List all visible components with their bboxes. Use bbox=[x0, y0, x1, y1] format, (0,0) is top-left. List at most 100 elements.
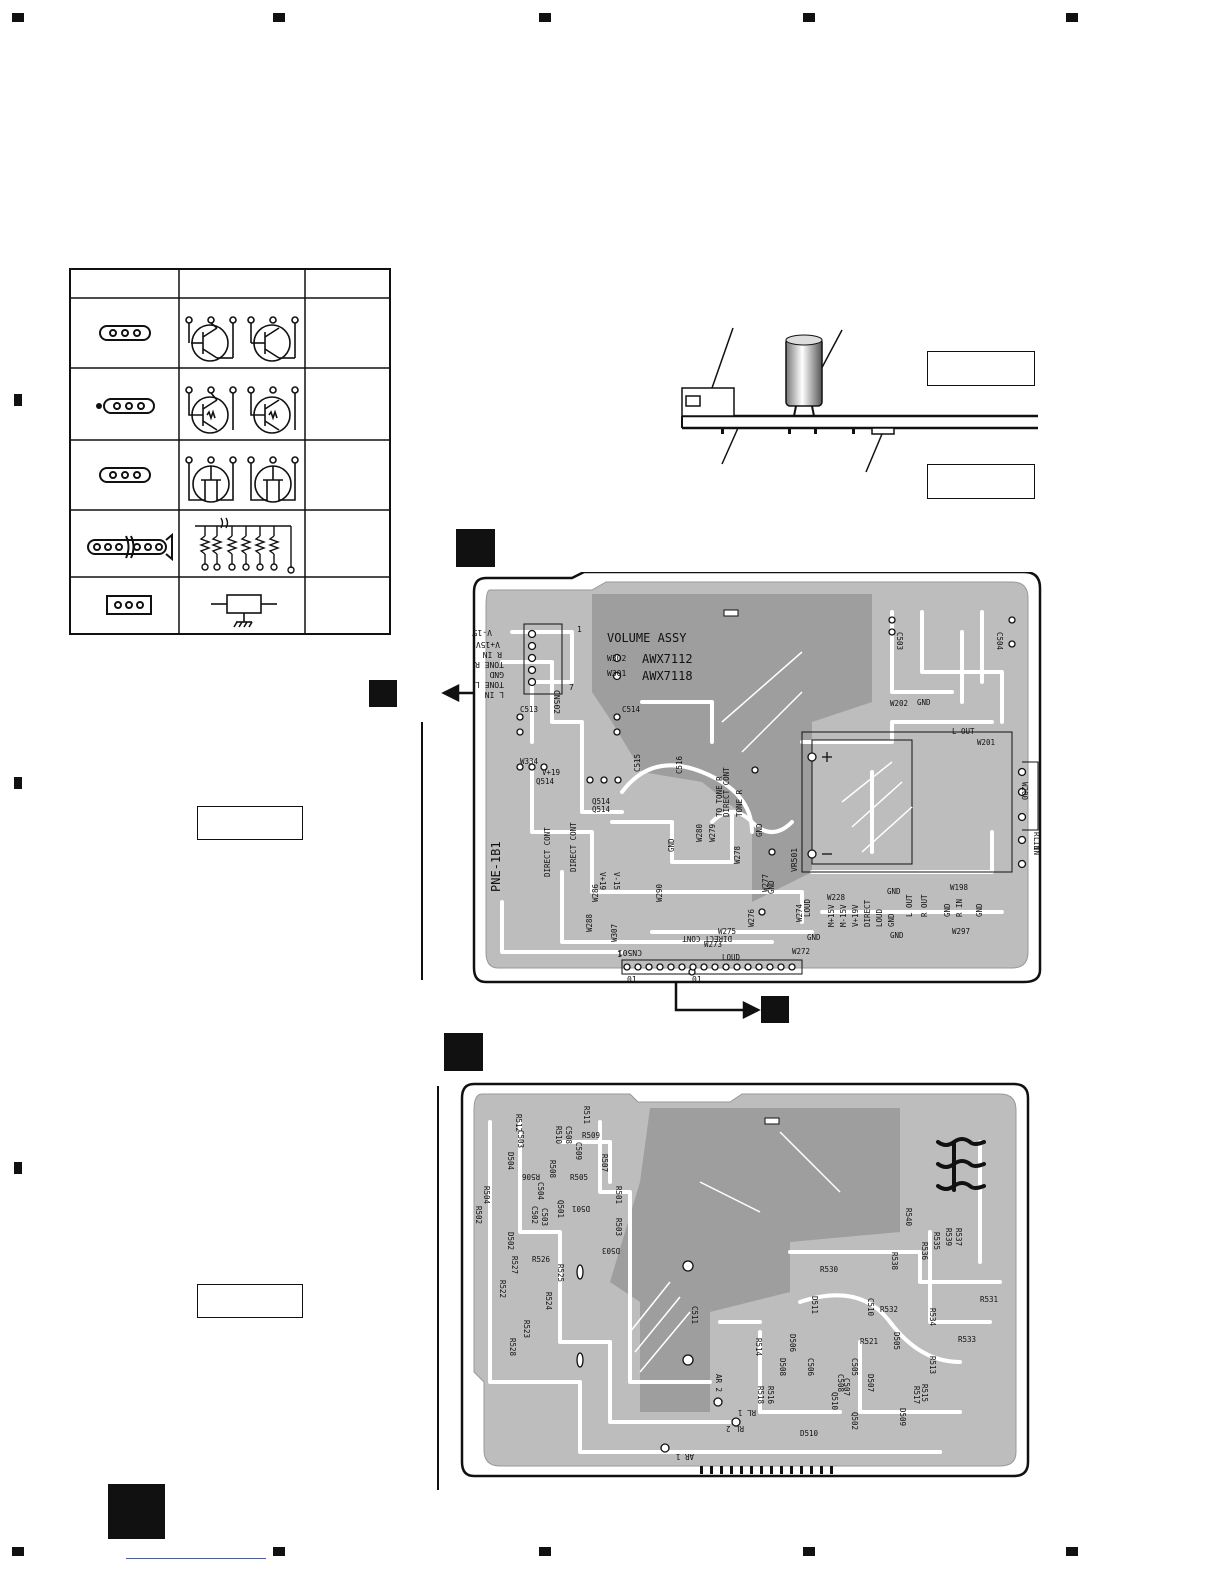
svg-text:DIRECT CONT: DIRECT CONT bbox=[569, 822, 578, 872]
svg-text:TONE R: TONE R bbox=[475, 660, 504, 669]
svg-text:D505: D505 bbox=[892, 1332, 901, 1350]
svg-text:TONE R: TONE R bbox=[735, 789, 744, 817]
svg-text:V-15V: V-15V bbox=[472, 628, 492, 637]
svg-text:W275: W275 bbox=[718, 927, 736, 936]
svg-text:AWX7112: AWX7112 bbox=[642, 652, 693, 666]
svg-text:R IN: R IN bbox=[1032, 832, 1041, 850]
svg-text:W228: W228 bbox=[827, 893, 846, 902]
footer-underline bbox=[126, 1558, 266, 1559]
svg-text:Q510: Q510 bbox=[830, 1392, 839, 1411]
svg-text:R521: R521 bbox=[860, 1337, 878, 1346]
svg-text:C503: C503 bbox=[895, 632, 904, 650]
label-box bbox=[197, 806, 303, 840]
connector-destination-marker bbox=[761, 996, 789, 1023]
svg-text:R OUT: R OUT bbox=[920, 894, 929, 917]
divider-line bbox=[421, 722, 423, 980]
svg-text:M-15V: M-15V bbox=[839, 904, 848, 927]
transistor-pad-icon bbox=[99, 325, 151, 341]
svg-text:D502: D502 bbox=[506, 1232, 515, 1250]
svg-text:C511: C511 bbox=[690, 1306, 699, 1324]
filter-symbol-icon bbox=[211, 594, 277, 628]
svg-text:RL 2: RL 2 bbox=[726, 1424, 744, 1433]
svg-text:GND: GND bbox=[943, 903, 952, 917]
svg-text:7: 7 bbox=[569, 683, 574, 692]
svg-text:W297: W297 bbox=[952, 927, 970, 936]
svg-text:R540: R540 bbox=[904, 1208, 913, 1227]
registration-mark bbox=[14, 1162, 22, 1174]
svg-text:D501: D501 bbox=[572, 1204, 590, 1213]
resistor-array-pad-icon bbox=[87, 532, 173, 562]
svg-text:R505: R505 bbox=[570, 1173, 588, 1182]
svg-text:CN501: CN501 bbox=[618, 948, 642, 957]
svg-text:DIRECT CONT: DIRECT CONT bbox=[722, 767, 731, 817]
svg-text:W307: W307 bbox=[610, 924, 619, 942]
svg-text:W200: W200 bbox=[1020, 782, 1029, 801]
svg-text:W202: W202 bbox=[890, 699, 908, 708]
registration-mark bbox=[14, 394, 22, 406]
svg-text:W280: W280 bbox=[695, 823, 704, 842]
registration-mark bbox=[803, 13, 815, 22]
svg-text:LOUD: LOUD bbox=[875, 908, 884, 927]
svg-text:W334: W334 bbox=[520, 757, 539, 766]
svg-text:GND: GND bbox=[807, 933, 821, 942]
svg-text:V+15V: V+15V bbox=[476, 640, 500, 649]
board-a-marker bbox=[456, 529, 495, 567]
registration-mark bbox=[12, 13, 24, 22]
svg-text:W273: W273 bbox=[704, 940, 722, 949]
svg-text:R504: R504 bbox=[482, 1186, 491, 1205]
svg-text:GND: GND bbox=[667, 838, 676, 852]
svg-text:C507: C507 bbox=[842, 1378, 851, 1396]
svg-text:TONE L: TONE L bbox=[475, 680, 504, 689]
svg-text:GND: GND bbox=[489, 670, 504, 679]
svg-text:V+19: V+19 bbox=[542, 768, 560, 777]
svg-text:D508: D508 bbox=[778, 1358, 787, 1377]
svg-text:L IN: L IN bbox=[485, 690, 504, 699]
svg-text:C502: C502 bbox=[530, 1206, 539, 1224]
svg-text:R501: R501 bbox=[614, 1186, 623, 1204]
svg-text:R510: R510 bbox=[554, 1126, 563, 1145]
svg-text:R516: R516 bbox=[766, 1386, 775, 1405]
symbol-legend-table bbox=[69, 268, 391, 635]
svg-text:DIRECT CONT: DIRECT CONT bbox=[682, 934, 732, 943]
resistor-array-symbol-icon bbox=[195, 517, 295, 574]
svg-text:W277: W277 bbox=[761, 874, 770, 892]
svg-text:R534: R534 bbox=[928, 1308, 937, 1327]
svg-text:R508: R508 bbox=[548, 1160, 557, 1179]
svg-text:W279: W279 bbox=[708, 824, 717, 842]
svg-text:V+19V: V+19V bbox=[851, 904, 860, 927]
svg-text:L IN: L IN bbox=[1032, 837, 1041, 855]
svg-text:DIRECT: DIRECT bbox=[863, 899, 872, 927]
svg-text:R515: R515 bbox=[920, 1384, 929, 1402]
divider-line bbox=[437, 1086, 439, 1490]
svg-text:1: 1 bbox=[577, 625, 582, 634]
svg-text:C516: C516 bbox=[675, 755, 684, 774]
filter-pad-icon bbox=[106, 595, 152, 615]
svg-text:D509: D509 bbox=[898, 1408, 907, 1426]
svg-text:R538: R538 bbox=[890, 1252, 899, 1271]
registration-mark bbox=[1066, 1547, 1078, 1556]
svg-text:AWX7118: AWX7118 bbox=[642, 669, 693, 683]
fet-symbol-icon bbox=[185, 456, 299, 503]
svg-text:Q514: Q514 bbox=[592, 797, 611, 806]
svg-text:D507: D507 bbox=[866, 1374, 875, 1392]
svg-text:R522: R522 bbox=[498, 1280, 507, 1298]
pin-one-dot-icon bbox=[96, 403, 102, 409]
label-box bbox=[197, 1284, 303, 1318]
svg-text:W198: W198 bbox=[950, 883, 969, 892]
svg-text:Q502: Q502 bbox=[850, 1412, 859, 1430]
svg-text:AR 1: AR 1 bbox=[676, 1452, 694, 1461]
svg-text:R525: R525 bbox=[556, 1264, 565, 1282]
svg-text:R539: R539 bbox=[944, 1228, 953, 1246]
svg-text:W278: W278 bbox=[733, 845, 742, 864]
svg-text:C515: C515 bbox=[633, 754, 642, 772]
registration-mark bbox=[273, 1547, 285, 1556]
svg-text:R527: R527 bbox=[510, 1256, 519, 1274]
svg-text:LOUD: LOUD bbox=[722, 953, 741, 962]
svg-text:R IN: R IN bbox=[483, 650, 502, 659]
page-corner-marker bbox=[108, 1484, 165, 1539]
legend-grid bbox=[71, 270, 389, 633]
registration-mark bbox=[12, 1547, 24, 1556]
pcb-bottom-view: R511 R512 R510 C508 R509 C509 R507 R508 … bbox=[460, 1082, 1030, 1478]
svg-text:R IN: R IN bbox=[955, 899, 964, 917]
svg-text:D504: D504 bbox=[506, 1152, 515, 1171]
